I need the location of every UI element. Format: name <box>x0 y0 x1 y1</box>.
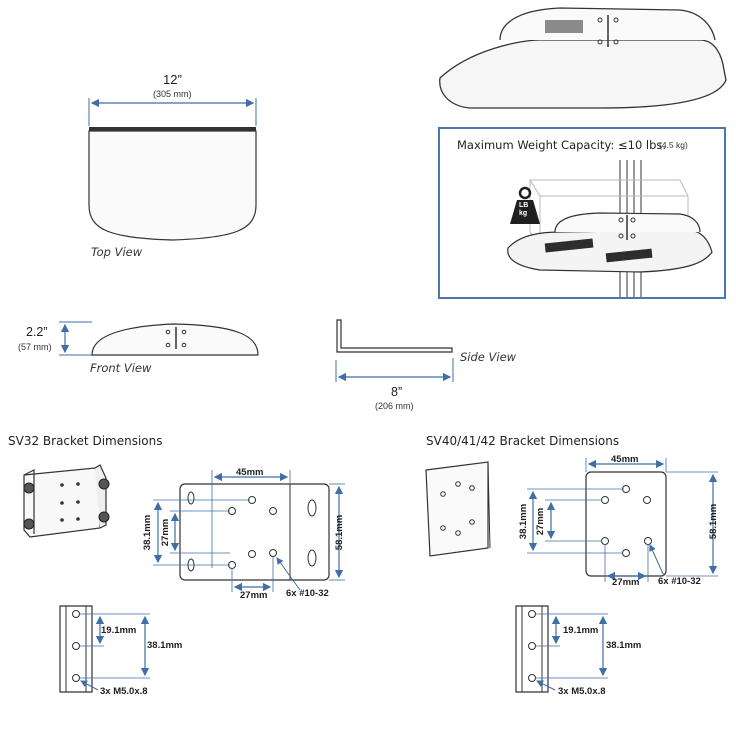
sv32-bracket-side <box>59 605 150 693</box>
sv32-bracket-plate <box>153 470 345 592</box>
sv40-title: SV40/41/42 Bracket Dimensions <box>426 434 620 448</box>
weight-icon-lb: LB <box>519 202 529 209</box>
sv32-bracket-3d <box>23 464 110 538</box>
sv40-dim-58: 58.1mm <box>708 503 720 540</box>
sv40-bracket-plate <box>527 458 718 582</box>
sv40-dim-27-bottom: 27mm <box>612 577 640 588</box>
capacity-panel <box>438 127 726 299</box>
sv32-dim-38: 38.1mm <box>142 514 154 551</box>
sv40-dim-27-left: 27mm <box>535 507 547 536</box>
weight-icon-kg: kg <box>519 210 528 217</box>
sv40-side-holes: 3x M5.0x.8 <box>558 686 606 697</box>
sv40-holes: 6x #10-32 <box>658 576 701 587</box>
sv40-dim-38: 38.1mm <box>518 503 530 540</box>
sv32-dim-27-bottom: 27mm <box>240 590 268 601</box>
sv40-side-38: 38.1mm <box>606 640 642 651</box>
top-view-width-mm: (305 mm) <box>153 89 192 99</box>
sv32-dim-27-top: 27mm <box>160 518 172 547</box>
top-view-drawing <box>88 98 257 241</box>
front-view-height-inches: 2.2” <box>26 325 48 339</box>
sv32-title: SV32 Bracket Dimensions <box>8 434 163 448</box>
capacity-metric: (4.5 kg) <box>659 140 688 150</box>
front-view-height-mm: (57 mm) <box>18 342 52 352</box>
top-view-width-inches: 12” <box>163 72 182 87</box>
shelf-perspective-illustration <box>439 7 727 109</box>
sv32-dim-58: 58.1mm <box>334 514 346 551</box>
side-view-drawing <box>335 319 454 382</box>
side-view-depth-inches: 8” <box>391 385 403 399</box>
top-view-label: Top View <box>91 245 143 259</box>
sv32-side-holes: 3x M5.0x.8 <box>100 686 148 697</box>
front-view-drawing <box>59 321 259 356</box>
side-view-label: Side View <box>460 350 517 364</box>
sv40-bracket-side <box>515 605 608 693</box>
sv32-dim-45: 45mm <box>236 467 264 478</box>
sv40-dim-45: 45mm <box>611 454 639 465</box>
capacity-illustration <box>507 160 713 298</box>
sv40-bracket-3d <box>425 461 491 557</box>
sv40-side-19: 19.1mm <box>563 625 599 636</box>
sv32-holes: 6x #10-32 <box>286 588 329 599</box>
front-view-label: Front View <box>90 361 152 375</box>
sv32-side-19: 19.1mm <box>101 625 137 636</box>
sv32-side-38: 38.1mm <box>147 640 183 651</box>
capacity-text: Maximum Weight Capacity: ≤10 lbs. <box>457 138 667 152</box>
side-view-depth-mm: (206 mm) <box>375 401 414 411</box>
weight-icon <box>510 200 540 224</box>
